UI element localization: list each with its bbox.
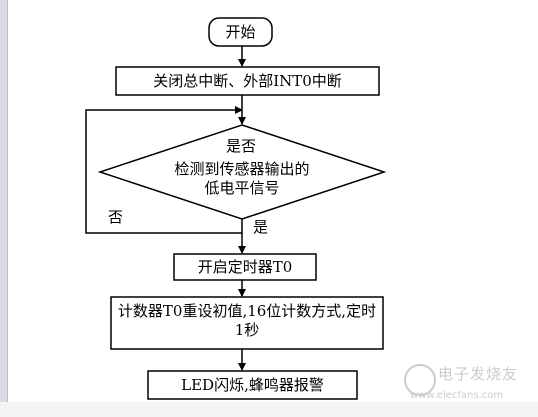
decision-label: 检测到传感器输出的低电平信号 [174,160,310,197]
watermark-logo: 电子发烧友 www.elecfans.com [404,362,524,406]
window-frame-left [0,0,8,417]
timer-setup-label: 计数器T0重设初值,16位计数方式,定时1秒 [117,302,377,339]
start-timer-box [173,253,317,281]
yes-label: 是 [253,218,269,236]
start-timer-label: 开启定时器T0 [197,258,293,276]
watermark-circle-icon [404,364,436,396]
disable-interrupts-label: 关闭总中断、外部INT0中断 [153,72,342,90]
alarm-label: LED闪烁,蜂鸣器报警 [181,376,324,394]
start-terminator [208,17,273,47]
watermark-url: www.elecfans.com [410,390,504,401]
window-frame-bottom [0,402,538,417]
disable-interrupts-box [115,66,380,96]
edge-loop-back [85,106,243,234]
loop-no-label: 否 [108,208,124,226]
timer-setup-box [110,296,384,350]
alarm-box [147,370,358,400]
watermark-text: 电子发烧友 [438,365,519,383]
start-label: 开始 [225,23,256,41]
decision-top-label: 是否 [226,137,257,155]
